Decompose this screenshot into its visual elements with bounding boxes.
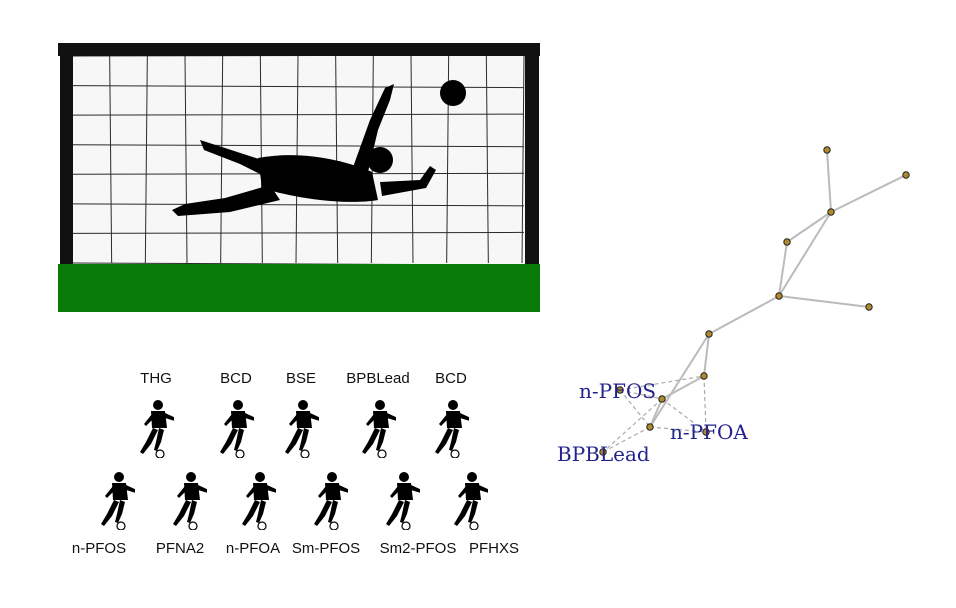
net-line	[335, 55, 339, 264]
top-label: BCD	[220, 370, 252, 387]
bottom-label: PFNA2	[155, 540, 205, 557]
net-line	[144, 55, 148, 264]
net-line	[71, 231, 525, 234]
player-kicking-icon	[362, 400, 396, 458]
graph-dashed-edge	[619, 389, 663, 400]
graph-edge	[778, 241, 788, 297]
graph-dashed-edge	[703, 375, 707, 433]
goal-crossbar	[58, 43, 540, 56]
net-line	[485, 55, 489, 264]
player-kicking-icon	[386, 472, 420, 530]
player-kicking-icon	[242, 472, 276, 530]
graph-edge	[830, 174, 907, 213]
bottom-label: Sm2-PFOS	[379, 540, 457, 557]
bottom-label: Sm-PFOS	[291, 540, 361, 557]
graph-edge	[703, 333, 710, 377]
graph-node	[902, 171, 910, 179]
net-line	[71, 113, 525, 116]
graph-node	[646, 423, 654, 431]
graph-node	[775, 292, 783, 300]
net-line	[220, 55, 224, 264]
net-line	[109, 55, 113, 264]
graph-dashed-edge	[649, 426, 707, 433]
graph-dashed-edge	[619, 375, 705, 391]
top-label: BPBLead	[346, 370, 410, 387]
graph-dashed-edge	[602, 426, 651, 453]
net-line	[184, 55, 188, 264]
bottom-label: n-PFOS	[71, 540, 127, 557]
graph-node	[705, 330, 713, 338]
player-kicking-icon	[454, 472, 488, 530]
graph-edge	[708, 295, 780, 335]
graph-node	[658, 395, 666, 403]
graph-edge	[826, 149, 832, 213]
graph-node	[823, 146, 831, 154]
player-kicking-icon	[314, 472, 348, 530]
graph-edge	[649, 333, 710, 428]
graph-node	[599, 448, 607, 456]
net-line	[71, 144, 525, 148]
ball-icon	[440, 80, 466, 106]
net-line	[521, 55, 525, 264]
top-label: BSE	[285, 370, 317, 387]
goal-right-post	[525, 43, 539, 267]
graph-label-n-pfos: n-PFOS	[579, 379, 656, 403]
graph-dashed-edge	[661, 398, 707, 433]
graph-label-bpblead: BPBLead	[557, 442, 650, 466]
goalkeeper-silhouette-icon	[172, 84, 436, 216]
bottom-label: n-PFOA	[225, 540, 281, 557]
top-label: BCD	[435, 370, 467, 387]
bottom-label: PFHXS	[468, 540, 520, 557]
graph-node	[702, 428, 710, 436]
player-kicking-icon	[173, 472, 207, 530]
player-kicking-icon	[140, 400, 174, 458]
player-kicking-icon	[101, 472, 135, 530]
player-kicking-icon	[435, 400, 469, 458]
goal-left-post	[60, 43, 73, 267]
player-kicking-icon	[220, 400, 254, 458]
net-line	[410, 55, 414, 264]
graph-node	[616, 386, 624, 394]
graph-edge	[778, 211, 832, 297]
graph-edge	[649, 398, 663, 428]
graph-edge	[778, 295, 870, 308]
graph-node	[827, 208, 835, 216]
graph-node	[700, 372, 708, 380]
graph-edge	[661, 375, 705, 400]
grass-strip	[58, 264, 540, 312]
graph-label-n-pfoa: n-PFOA	[670, 420, 748, 444]
graph-node	[783, 238, 791, 246]
graph-dashed-edge	[619, 389, 651, 428]
graph-edge	[786, 211, 832, 243]
graph-dashed-edge	[602, 398, 663, 453]
net-line	[71, 203, 525, 207]
top-label: THG	[140, 370, 172, 387]
player-kicking-icon	[285, 400, 319, 458]
graph-node	[865, 303, 873, 311]
